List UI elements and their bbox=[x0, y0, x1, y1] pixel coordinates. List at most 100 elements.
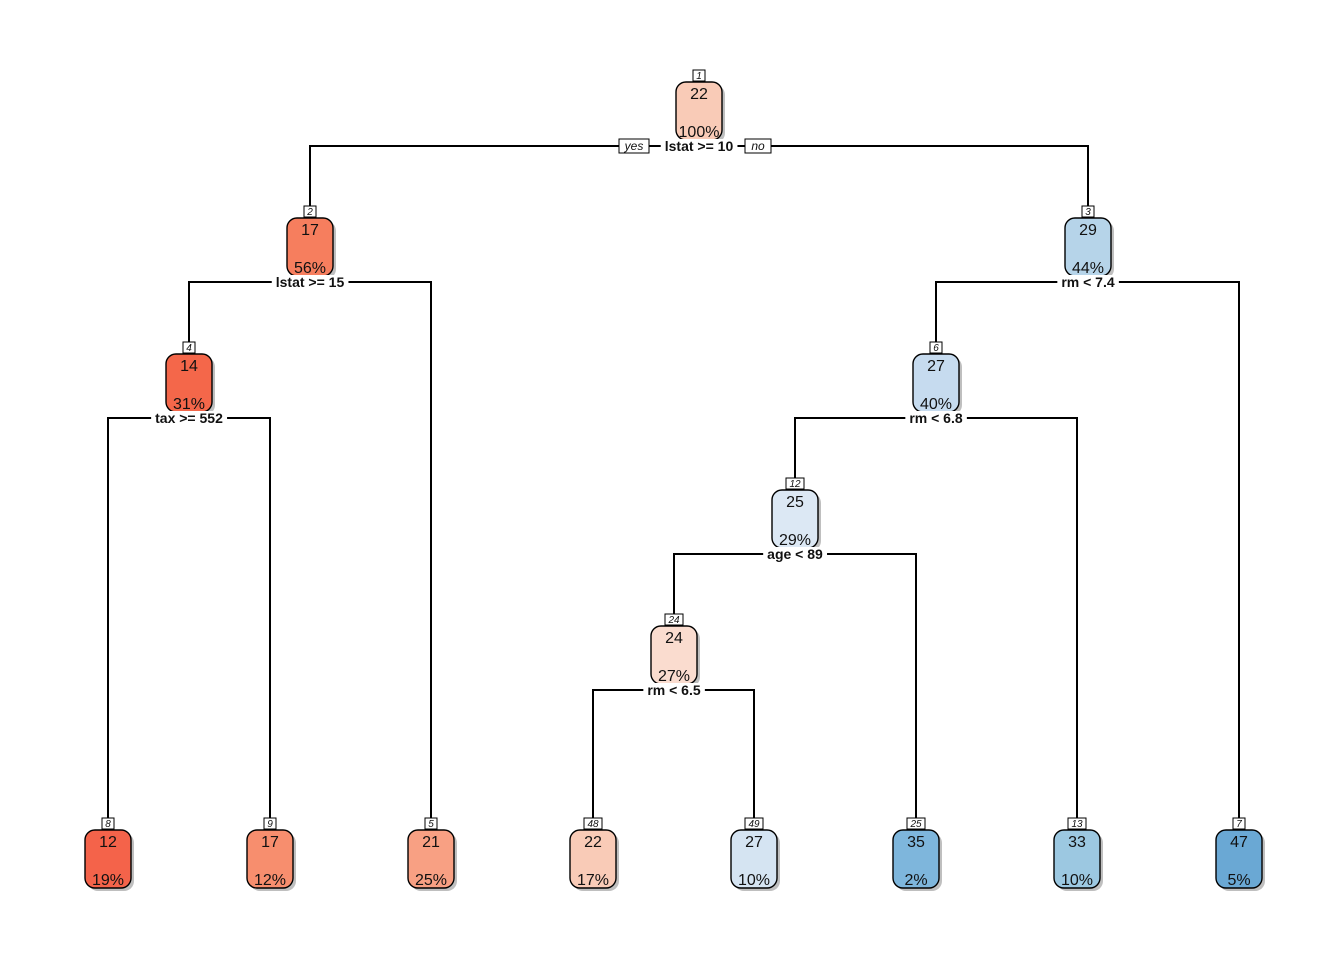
node-box bbox=[892, 829, 940, 889]
branch-tag-yes: yes bbox=[624, 139, 644, 153]
node-id-label: 49 bbox=[748, 819, 760, 830]
node-value: 47 bbox=[1230, 834, 1248, 851]
node-box bbox=[246, 829, 294, 889]
node-id-box bbox=[785, 477, 805, 490]
node-id-box bbox=[263, 817, 277, 830]
tree-node-12: 12 25 29% bbox=[771, 477, 821, 551]
node-id-box bbox=[744, 817, 764, 830]
node-box bbox=[569, 829, 617, 889]
node-value: 12 bbox=[99, 834, 117, 851]
node-value: 27 bbox=[927, 358, 945, 375]
node-value: 17 bbox=[301, 222, 319, 239]
node-value: 29 bbox=[1079, 222, 1097, 239]
node-percent: 40% bbox=[920, 396, 952, 413]
node-percent: 31% bbox=[173, 396, 205, 413]
node-id-box bbox=[929, 341, 943, 354]
node-percent: 12% bbox=[254, 872, 286, 889]
tree-node-5: 5 21 25% bbox=[407, 817, 457, 891]
split-label-6: rm < 6.8 bbox=[909, 410, 963, 426]
tree-edge-1 bbox=[309, 145, 1089, 212]
node-value: 17 bbox=[261, 834, 279, 851]
node-id-label: 13 bbox=[1071, 819, 1083, 830]
node-percent: 27% bbox=[658, 668, 690, 685]
tree-node-25: 25 35 2% bbox=[892, 817, 942, 891]
tree-node-9: 9 17 12% bbox=[246, 817, 296, 891]
node-id-label: 24 bbox=[667, 615, 680, 626]
tree-node-24: 24 24 27% bbox=[650, 613, 700, 687]
tree-node-3: 3 29 44% bbox=[1064, 205, 1114, 279]
node-box bbox=[1215, 829, 1263, 889]
node-id-label: 2 bbox=[306, 207, 313, 218]
node-percent: 10% bbox=[1061, 872, 1093, 889]
node-box bbox=[407, 829, 455, 889]
node-id-label: 12 bbox=[789, 479, 801, 490]
node-id-label: 9 bbox=[267, 819, 273, 830]
split-label-24: rm < 6.5 bbox=[647, 682, 701, 698]
node-id-label: 3 bbox=[1085, 207, 1091, 218]
branch-tag-yes-box bbox=[618, 138, 650, 154]
node-value: 35 bbox=[907, 834, 925, 851]
tree-node-2: 2 17 56% bbox=[286, 205, 336, 279]
node-value: 24 bbox=[665, 630, 683, 647]
node-box bbox=[84, 829, 132, 889]
node-percent: 17% bbox=[577, 872, 609, 889]
node-id-box bbox=[906, 817, 926, 830]
node-percent: 100% bbox=[679, 124, 720, 141]
split-label-bg bbox=[905, 411, 967, 425]
tree-node-1: 1 22 100% bbox=[675, 69, 725, 143]
node-value: 33 bbox=[1068, 834, 1086, 851]
split-label-bg bbox=[763, 547, 828, 561]
node-value: 21 bbox=[422, 834, 440, 851]
node-box bbox=[730, 829, 778, 889]
node-value: 22 bbox=[690, 86, 708, 103]
split-label-bg bbox=[271, 275, 349, 289]
split-label-bg bbox=[660, 139, 738, 153]
tree-node-7: 7 47 5% bbox=[1215, 817, 1265, 891]
node-id-box bbox=[1081, 205, 1095, 218]
node-value: 14 bbox=[180, 358, 198, 375]
tree-nodes: 1 22 100% 2 17 56% 3 29 44% 4 14 31% 5 21 25% 6 27 40% 7 47… bbox=[84, 69, 1265, 891]
node-percent: 25% bbox=[415, 872, 447, 889]
split-label-4: tax >= 552 bbox=[155, 410, 223, 426]
node-id-label: 25 bbox=[909, 819, 922, 830]
node-id-box bbox=[101, 817, 115, 830]
node-percent: 56% bbox=[294, 260, 326, 277]
tree-node-6: 6 27 40% bbox=[912, 341, 962, 415]
node-value: 22 bbox=[584, 834, 602, 851]
branch-tag-no: no bbox=[751, 139, 765, 153]
split-label-12: age < 89 bbox=[767, 546, 823, 562]
node-id-box bbox=[1232, 817, 1246, 830]
tree-node-48: 48 22 17% bbox=[569, 817, 619, 891]
node-percent: 19% bbox=[92, 872, 124, 889]
node-value: 25 bbox=[786, 494, 804, 511]
tree-edge-3 bbox=[935, 281, 1240, 824]
node-id-box bbox=[424, 817, 438, 830]
node-id-box bbox=[583, 817, 603, 830]
node-id-label: 6 bbox=[933, 343, 939, 354]
tree-node-8: 8 12 19% bbox=[84, 817, 134, 891]
node-id-box bbox=[692, 69, 706, 82]
split-label-2: lstat >= 15 bbox=[276, 274, 345, 290]
node-id-box bbox=[303, 205, 317, 218]
tree-node-13: 13 33 10% bbox=[1053, 817, 1103, 891]
tree-edge-24 bbox=[592, 689, 755, 824]
node-id-label: 48 bbox=[587, 819, 599, 830]
node-id-label: 7 bbox=[1236, 819, 1242, 830]
node-id-label: 4 bbox=[186, 343, 192, 354]
node-percent: 2% bbox=[904, 872, 927, 889]
node-id-label: 5 bbox=[428, 819, 434, 830]
tree-edge-2 bbox=[188, 281, 432, 824]
tree-node-4: 4 14 31% bbox=[165, 341, 215, 415]
tree-branch-tags: yes no bbox=[618, 138, 772, 154]
split-label-3: rm < 7.4 bbox=[1061, 274, 1115, 290]
node-id-label: 8 bbox=[105, 819, 111, 830]
node-id-box bbox=[664, 613, 684, 626]
node-percent: 10% bbox=[738, 872, 770, 889]
node-percent: 29% bbox=[779, 532, 811, 549]
tree-edge-4 bbox=[107, 417, 271, 824]
node-percent: 44% bbox=[1072, 260, 1104, 277]
node-percent: 5% bbox=[1227, 872, 1250, 889]
node-id-label: 1 bbox=[696, 71, 702, 82]
